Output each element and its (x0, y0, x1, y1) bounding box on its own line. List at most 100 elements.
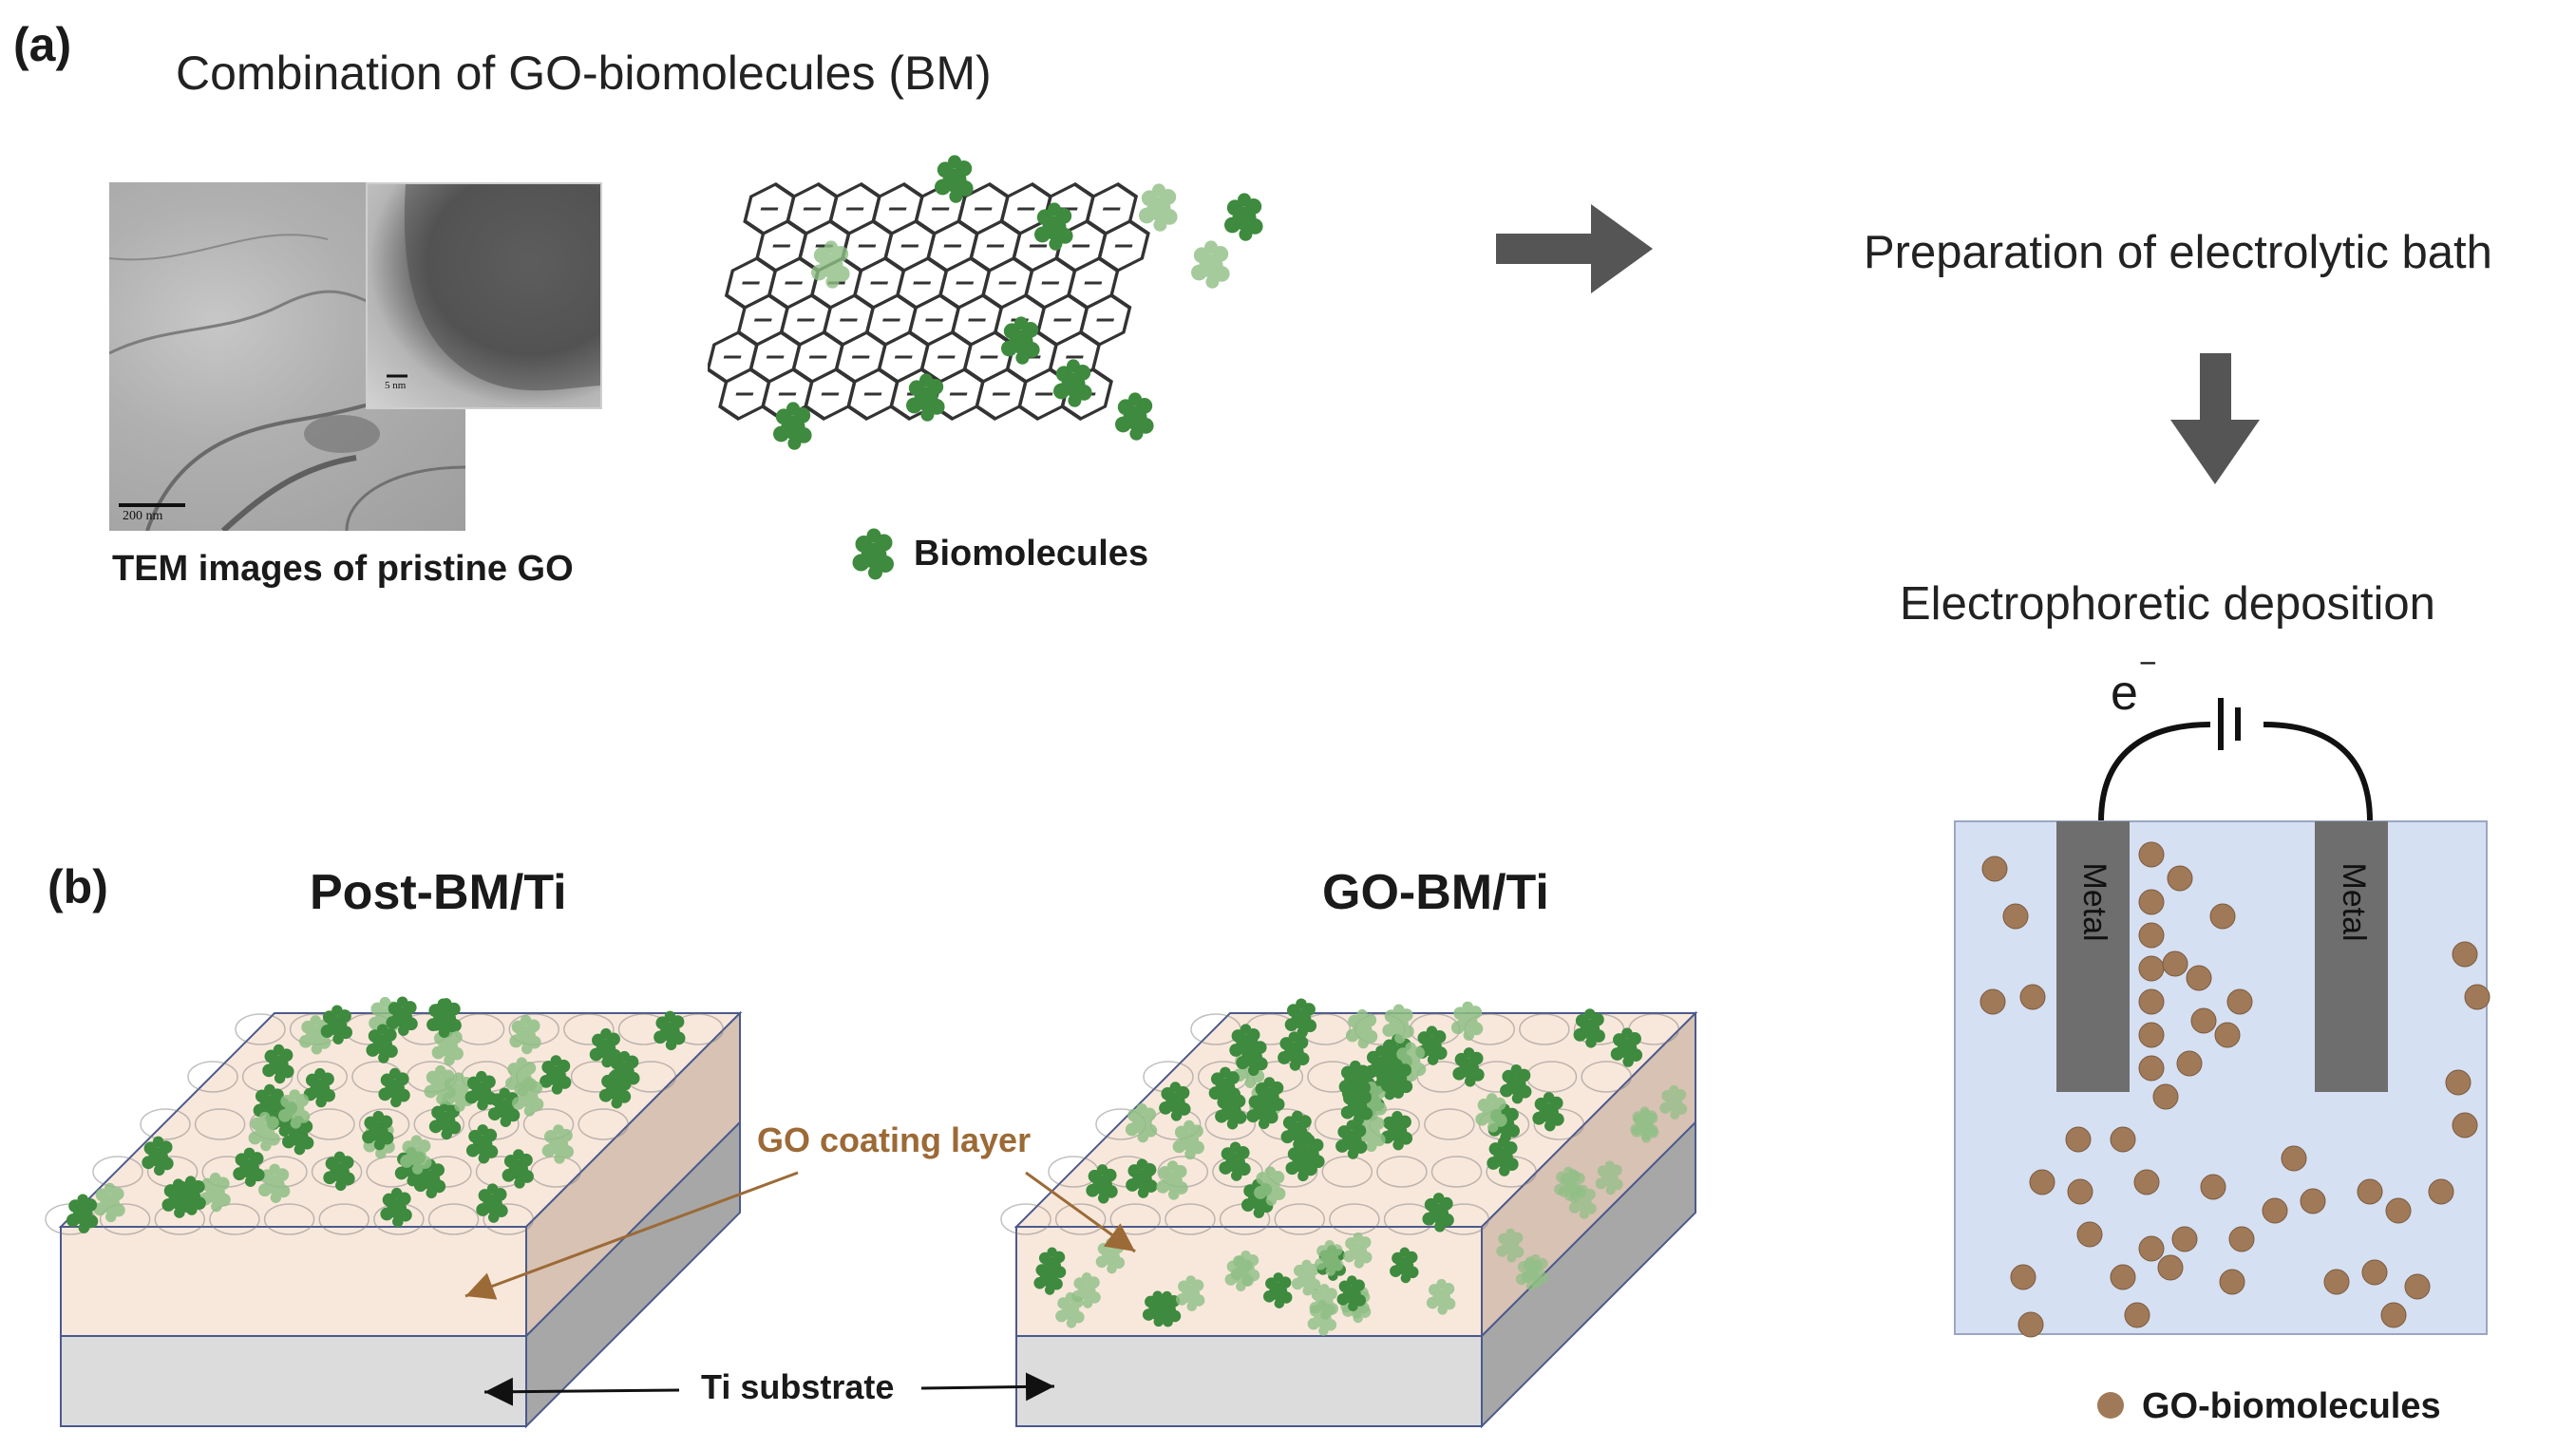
biomolecule-icon (1390, 1247, 1419, 1284)
biomolecule-icon (487, 1087, 521, 1127)
biomolecule-icon (1630, 1106, 1658, 1141)
ti-substrate-label: Ti substrate (701, 1367, 895, 1406)
biomolecule-icon (1253, 1077, 1285, 1117)
biomolecule-icon (1159, 1082, 1191, 1121)
biomolecule-icon (320, 1005, 352, 1044)
biomolecule-icon (1139, 183, 1178, 232)
biomolecule-icon (1487, 1137, 1519, 1176)
biomolecule-icon (1224, 1255, 1254, 1292)
go-biomolecule-particle (2226, 988, 2253, 1015)
tem-scalebar-main: 200 nm (123, 509, 163, 523)
go-biomolecule-particle (1981, 856, 2008, 882)
block-substrate-front (60, 1335, 527, 1427)
right-electrode (2315, 821, 2388, 1092)
go-biomolecule-particle (2214, 1022, 2241, 1048)
biomolecule-icon (66, 1194, 99, 1233)
go-biomolecule-particle (2019, 984, 2046, 1010)
particle-legend-label: GO-biomolecules (2142, 1386, 2441, 1426)
go-biomolecule-particle (2361, 1259, 2388, 1286)
go-bm-ti-title: GO-BM/Ti (1322, 865, 1549, 920)
biomolecule-icon (1125, 1102, 1158, 1143)
go-biomolecule-particle (2076, 1221, 2103, 1248)
biomolecule-icon (262, 1044, 294, 1084)
coating-arrow-right (1025, 1171, 1136, 1253)
biomolecule-icon (464, 1070, 497, 1111)
tem-scalebar-inset: 5 nm (385, 380, 407, 391)
biomolecule-icon (1262, 1272, 1293, 1308)
left-electrode (2056, 821, 2130, 1092)
go-biomolecule-particle (2010, 1264, 2036, 1290)
go-biomolecule-particle (2138, 841, 2165, 868)
biomolecule-icon (1156, 1160, 1188, 1200)
tem-caption: TEM images of pristine GO (112, 549, 574, 589)
biomolecule-icon (1172, 1120, 1204, 1160)
go-biomolecule-particle (2138, 1022, 2165, 1048)
biomolecule-icon (540, 1055, 572, 1095)
block-substrate-front (1015, 1335, 1483, 1427)
biomolecule-icon (1532, 1092, 1564, 1132)
biomolecule-icon (1343, 1232, 1373, 1269)
biomolecule-icon (502, 1149, 534, 1189)
biomolecule-icon (1380, 1059, 1413, 1099)
particle-legend-icon (2097, 1392, 2124, 1419)
go-biomolecule-particle (2067, 1178, 2093, 1205)
go-biomolecule-particle (2138, 922, 2165, 949)
biomolecule-legend-label: Biomolecules (914, 534, 1149, 574)
go-biomolecule-particle (2029, 1169, 2055, 1195)
block-coating-front (60, 1226, 527, 1337)
biomolecule-icon (1115, 392, 1154, 441)
biomolecule-icon (1307, 1299, 1337, 1336)
biomolecule-icon (1659, 1084, 1688, 1120)
biomolecule-icon (935, 155, 974, 203)
biomolecule-icon (199, 1172, 231, 1213)
go-biomolecule-particle (2200, 1174, 2226, 1200)
coated-block (1000, 998, 1698, 1429)
go-biomolecule-particle (2300, 1188, 2326, 1214)
go-biomolecule-particle (2281, 1145, 2307, 1172)
biomolecule-icon (1219, 1141, 1251, 1181)
epd-cell: Metal Metal (1954, 698, 2491, 1338)
go-biomolecule-particle (2219, 1269, 2245, 1295)
go-biomolecule-particle (2110, 1126, 2136, 1153)
go-sheet-diagram (708, 155, 1263, 450)
biomolecule-icon (773, 402, 812, 450)
biomolecule-icon (1450, 1001, 1484, 1041)
panel-a-title: Combination of GO-biomolecules (BM) (176, 47, 992, 100)
panel-b-label: (b) (47, 860, 108, 913)
go-biomolecule-particle (2452, 941, 2478, 968)
biomolecule-icon (378, 1067, 410, 1108)
electron-symbol: e (2111, 666, 2138, 721)
tem-image-inset: 5 nm (366, 182, 602, 409)
biomolecule-icon (1610, 1027, 1643, 1067)
panel-a-label: (a) (13, 18, 72, 71)
go-biomolecule-particle (2404, 1273, 2431, 1300)
go-biomolecule-particle (1979, 988, 2006, 1015)
biomolecule-icon (1452, 1047, 1485, 1087)
go-biomolecule-particle (2152, 1083, 2179, 1110)
coating-blocks (45, 996, 1698, 1429)
go-biomolecule-particle (2452, 1112, 2478, 1138)
electron-charge: − (2139, 646, 2157, 680)
biomolecule-icon (1345, 1008, 1378, 1049)
block-substrate-side (1481, 1120, 1696, 1429)
biomolecule-icon (811, 240, 850, 289)
block-substrate-side (525, 1120, 741, 1429)
biomolecule-icon (1500, 1063, 1532, 1104)
biomolecule-icon (426, 998, 459, 1038)
go-biomolecule-particle (2138, 955, 2165, 982)
go-biomolecule-particle (2124, 1302, 2150, 1328)
go-biomolecule-particle (2138, 988, 2165, 1015)
biomolecule-icon (1142, 1290, 1172, 1327)
biomolecule-icon (1001, 316, 1040, 365)
biomolecule-icon (93, 1182, 125, 1223)
substrate-arrow-right (920, 1372, 1055, 1402)
go-biomolecule-particle (2002, 903, 2029, 930)
go-biomolecule-particle (2157, 1254, 2184, 1281)
biomolecule-icon (1336, 1275, 1366, 1311)
biomolecule-icon (1314, 1240, 1344, 1276)
biomolecule-icon (424, 1064, 456, 1105)
biomolecule-icon (1224, 193, 1263, 241)
biomolecule-icon (653, 1010, 686, 1051)
go-biomolecule-particle (2133, 1169, 2160, 1195)
biomolecule-icon (1175, 1275, 1205, 1312)
